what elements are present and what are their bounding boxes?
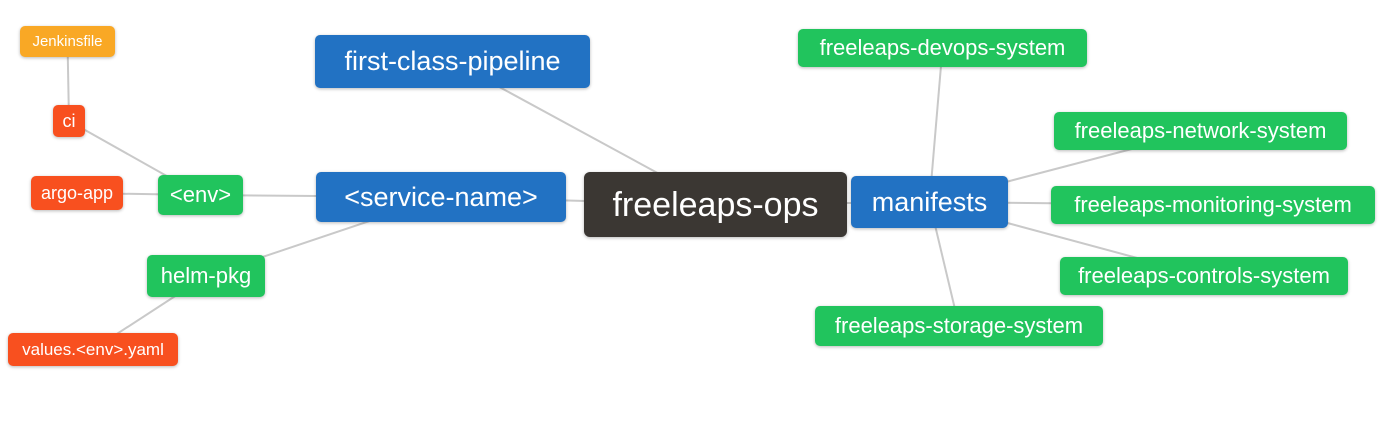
node-freeleaps-devops-system[interactable]: freeleaps-devops-system (798, 29, 1087, 67)
node-freeleaps-monitoring-system[interactable]: freeleaps-monitoring-system (1051, 186, 1375, 224)
node-first-class-pipeline[interactable]: first-class-pipeline (315, 35, 590, 88)
node-ci[interactable]: ci (53, 105, 85, 137)
node-freeleaps-storage-system[interactable]: freeleaps-storage-system (815, 306, 1103, 346)
node-values-env-yaml[interactable]: values.<env>.yaml (8, 333, 178, 366)
node-freeleaps-network-system[interactable]: freeleaps-network-system (1054, 112, 1347, 150)
node-freeleaps-controls-system[interactable]: freeleaps-controls-system (1060, 257, 1348, 295)
node-jenkinsfile[interactable]: Jenkinsfile (20, 26, 115, 57)
node-freeleaps-ops[interactable]: freeleaps-ops (584, 172, 847, 237)
node-manifests[interactable]: manifests (851, 176, 1008, 228)
node-argo-app[interactable]: argo-app (31, 176, 123, 210)
node-helm-pkg[interactable]: helm-pkg (147, 255, 265, 297)
node-env[interactable]: <env> (158, 175, 243, 215)
node-service-name[interactable]: <service-name> (316, 172, 566, 222)
